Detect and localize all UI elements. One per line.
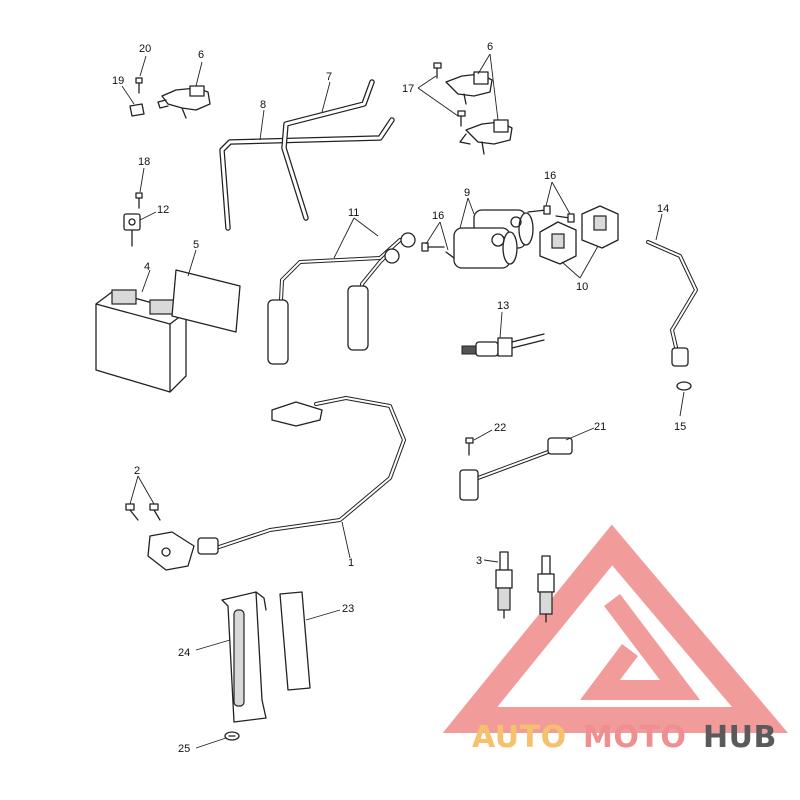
bolt-17-upper-icon bbox=[433, 62, 442, 79]
callouts: 20 6 19 7 8 6 17 18 12 9 16 16 11 14 5 4… bbox=[112, 41, 686, 755]
bolt-16-right-icon bbox=[527, 205, 575, 223]
watermark-logo-icon bbox=[442, 524, 789, 733]
sensor-6-right-upper-icon bbox=[445, 71, 493, 105]
callout-7: 7 bbox=[326, 71, 332, 83]
sensor-cable-14-icon bbox=[646, 240, 698, 367]
callout-17: 17 bbox=[402, 83, 414, 95]
callout-24: 24 bbox=[178, 647, 190, 659]
callout-9: 9 bbox=[464, 187, 470, 199]
bolt-2-right-icon bbox=[149, 503, 161, 521]
harness-1-icon bbox=[147, 396, 406, 571]
callout-2: 2 bbox=[134, 465, 140, 477]
watermark-auto: AUTO bbox=[472, 720, 567, 755]
watermark-text: AUTO MOTO HUB bbox=[472, 720, 777, 755]
callout-20: 20 bbox=[139, 43, 151, 55]
callout-25: 25 bbox=[178, 743, 190, 755]
plug-cap-10-left-icon bbox=[539, 221, 577, 265]
bolt-2-left-icon bbox=[125, 503, 139, 521]
callout-12: 12 bbox=[157, 204, 169, 216]
plug-cap-10-right-icon bbox=[581, 205, 619, 249]
screw-25-icon bbox=[224, 731, 240, 741]
spark-plug-3-left-icon bbox=[495, 551, 513, 619]
clip-19-icon bbox=[129, 103, 145, 117]
callout-3: 3 bbox=[476, 555, 482, 567]
bolt-20-icon bbox=[135, 77, 143, 94]
callout-16-right: 16 bbox=[544, 170, 556, 182]
callout-23: 23 bbox=[342, 603, 354, 615]
callout-21: 21 bbox=[594, 421, 606, 433]
callout-18: 18 bbox=[138, 156, 150, 168]
bolt-22-icon bbox=[465, 437, 474, 456]
callout-6-right: 6 bbox=[487, 41, 493, 53]
callout-4: 4 bbox=[144, 261, 150, 273]
sensor-6-right-lower-icon bbox=[459, 119, 513, 155]
callout-6-left: 6 bbox=[198, 49, 204, 61]
callout-5: 5 bbox=[193, 239, 199, 251]
bolt-18-icon bbox=[135, 192, 143, 209]
watermark-moto: MOTO bbox=[583, 720, 686, 755]
callout-1: 1 bbox=[348, 557, 354, 569]
callout-22: 22 bbox=[494, 422, 506, 434]
callout-13: 13 bbox=[497, 300, 509, 312]
callout-19: 19 bbox=[112, 75, 124, 87]
callout-15: 15 bbox=[674, 421, 686, 433]
bracket-24-icon bbox=[221, 591, 267, 723]
hose-7-icon bbox=[281, 79, 375, 221]
callout-14: 14 bbox=[657, 203, 669, 215]
sensor-13-icon bbox=[461, 333, 545, 357]
callout-11: 11 bbox=[348, 207, 359, 219]
pad-5-icon bbox=[171, 269, 241, 333]
washer-15-icon bbox=[676, 381, 692, 391]
bolt-17-lower-icon bbox=[457, 110, 466, 127]
ht-lead-11-icon bbox=[267, 232, 416, 365]
hose-8-icon bbox=[219, 117, 395, 231]
sensor-6-left-icon bbox=[157, 85, 211, 119]
sensor-12-icon bbox=[123, 213, 141, 247]
callout-8: 8 bbox=[260, 99, 266, 111]
watermark-hub: HUB bbox=[703, 720, 777, 755]
leader-lines bbox=[121, 53, 685, 749]
bolt-16-left-icon bbox=[421, 242, 455, 259]
spark-plug-3-right-icon bbox=[537, 555, 555, 623]
ignition-coil-9-icon bbox=[453, 209, 534, 269]
callout-10: 10 bbox=[576, 281, 588, 293]
strip-23-icon bbox=[279, 591, 311, 691]
callout-16-left: 16 bbox=[432, 210, 444, 222]
crank-sensor-21-icon bbox=[459, 437, 573, 501]
